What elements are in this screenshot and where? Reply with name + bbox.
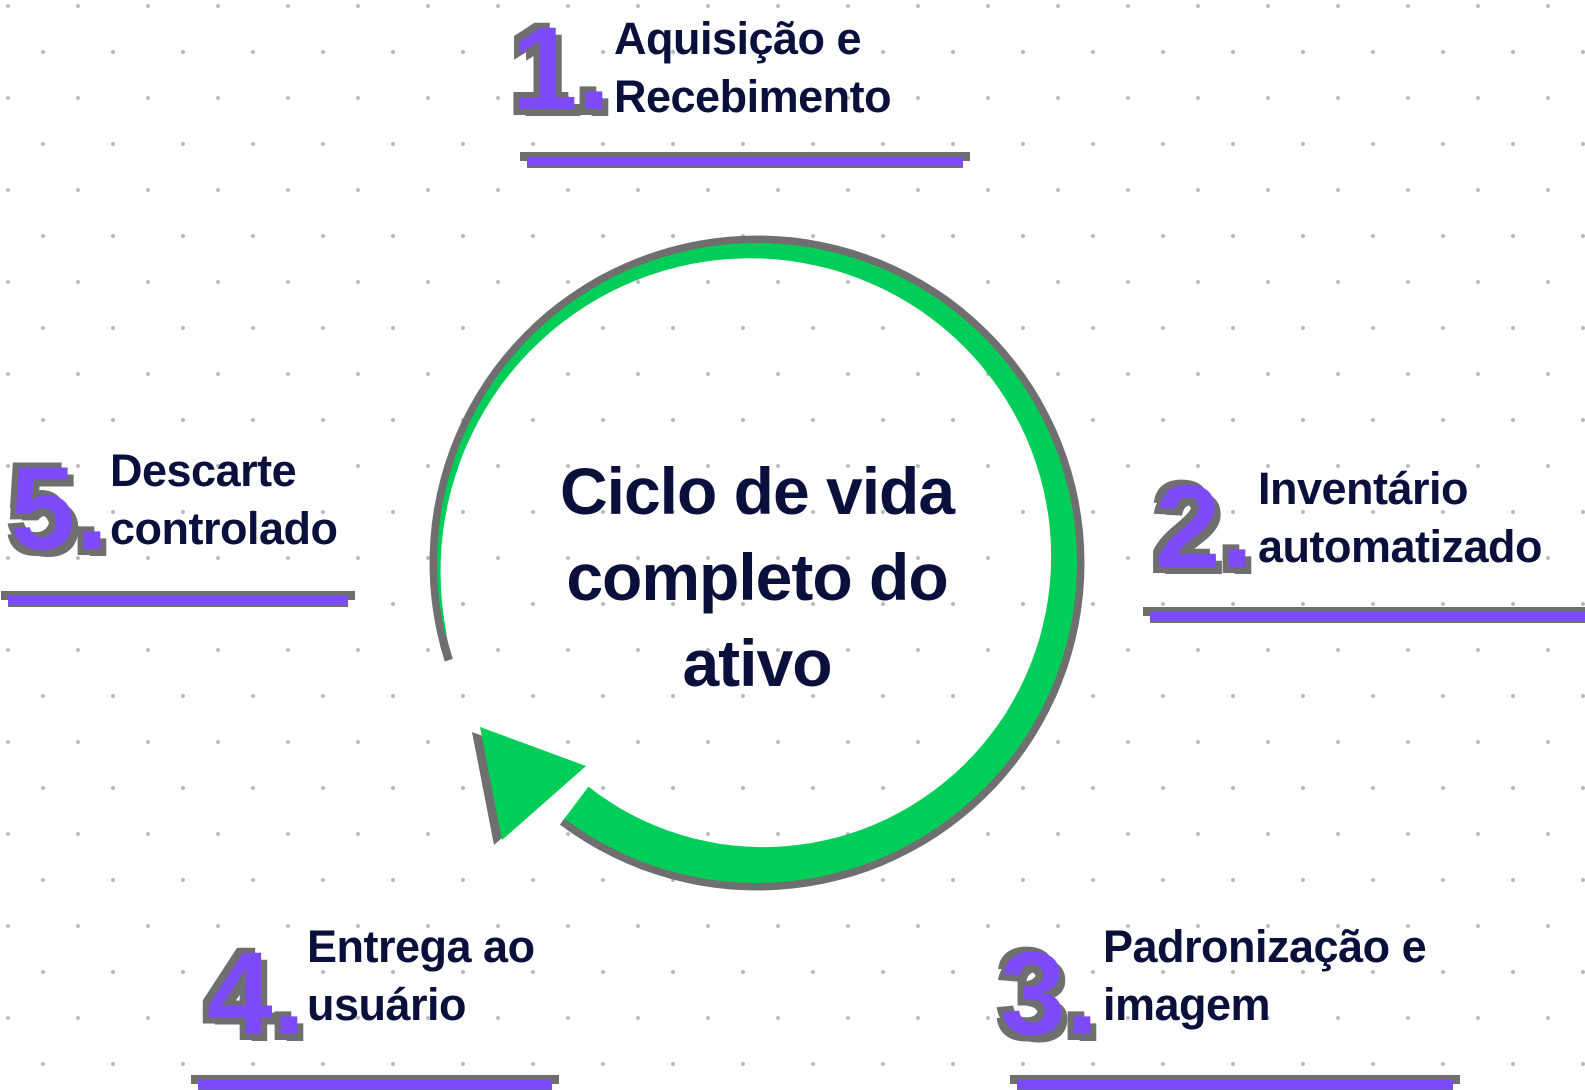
step-5-divider xyxy=(8,596,348,605)
step-4-divider xyxy=(198,1080,552,1089)
step-3-divider xyxy=(1017,1080,1453,1089)
step-5-number: 5. xyxy=(10,443,109,575)
step-2-number: 2. xyxy=(1155,461,1254,593)
step-4-label-line: Entrega ao xyxy=(307,921,535,972)
step-1-number: 1. xyxy=(512,3,611,135)
step-3-label-line: imagem xyxy=(1103,979,1271,1030)
center-title-line: ativo xyxy=(682,626,832,700)
step-1-divider xyxy=(527,157,963,166)
step-2-label-line: Inventário xyxy=(1258,463,1469,514)
step-1-label-line: Recebimento xyxy=(614,71,892,122)
step-4-label-line: usuário xyxy=(307,979,467,1030)
step-4-number: 4. xyxy=(207,928,306,1060)
step-3-label-line: Padronização e xyxy=(1103,921,1427,972)
step-2-label-line: automatizado xyxy=(1258,521,1543,572)
step-3-label: Padronização e imagem xyxy=(1103,918,1427,1034)
center-title-line: Ciclo de vida xyxy=(559,454,955,528)
step-1-label: Aquisição e Recebimento xyxy=(614,10,892,126)
diagram-center-title: Ciclo de vida completo do ativo xyxy=(507,448,1007,706)
step-5-label: Descarte controlado xyxy=(110,442,338,558)
step-1-label-line: Aquisição e xyxy=(614,13,862,64)
step-2-label: Inventário automatizado xyxy=(1258,460,1543,576)
step-5-label-line: controlado xyxy=(110,503,338,554)
step-3-number: 3. xyxy=(1000,928,1099,1060)
step-4-label: Entrega ao usuário xyxy=(307,918,535,1034)
step-2-divider xyxy=(1150,612,1585,621)
step-5-label-line: Descarte xyxy=(110,445,297,496)
center-title-line: completo do xyxy=(566,540,948,614)
